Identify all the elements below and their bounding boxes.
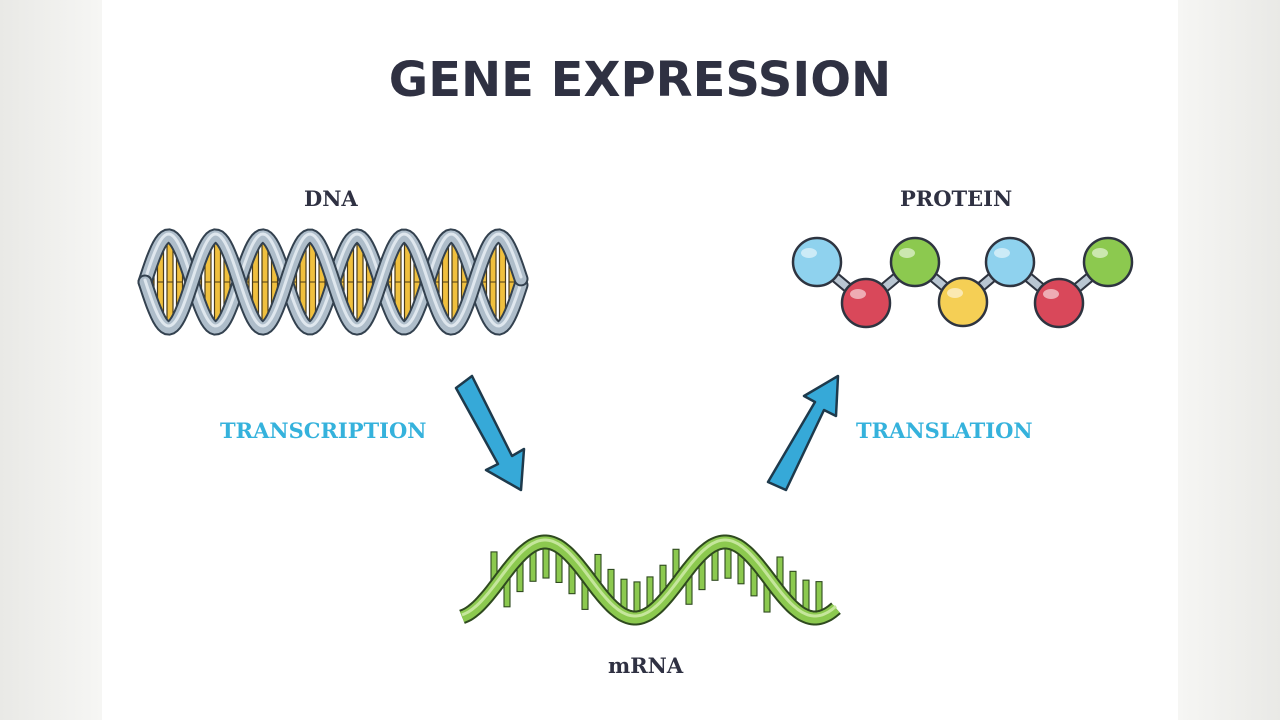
protein-label: PROTEIN (900, 186, 1013, 211)
amino-acid-bead (791, 236, 843, 288)
amino-acid-bead (1082, 236, 1134, 288)
amino-acid-highlight (899, 248, 915, 258)
amino-acid-highlight (1092, 248, 1108, 258)
dna-strand-highlight (143, 232, 523, 328)
transcription-arrow-icon (454, 374, 526, 492)
amino-acid-bead (840, 277, 892, 329)
amino-acid-highlight (850, 289, 866, 299)
mrna-base (711, 549, 719, 581)
dna-label: DNA (304, 186, 358, 211)
mrna-backbone-highlight (461, 538, 837, 618)
translation-label: TRANSLATION (856, 418, 1033, 443)
left-backdrop (0, 0, 110, 720)
right-backdrop (1170, 0, 1280, 720)
dna-helix (137, 228, 529, 336)
mrna-strand (459, 534, 841, 626)
protein-chain (791, 236, 1134, 329)
mrna-base (529, 550, 537, 582)
amino-acid-bead (937, 276, 989, 328)
amino-acid-highlight (801, 248, 817, 258)
transcription-label: TRANSCRIPTION (220, 418, 427, 443)
mrna-base (724, 547, 732, 579)
mrna-base (802, 579, 810, 611)
mrna-base (815, 581, 823, 613)
mrna-base (542, 547, 550, 579)
diagram-title: GENE EXPRESSION (388, 52, 892, 108)
amino-acid-bead (984, 236, 1036, 288)
translation-arrow-icon (766, 374, 840, 492)
amino-acid-bead (1033, 277, 1085, 329)
amino-acid-highlight (947, 288, 963, 298)
mrna-base (633, 581, 641, 613)
amino-acid-highlight (1043, 289, 1059, 299)
amino-acid-bead (889, 236, 941, 288)
mrna-base (620, 578, 628, 610)
amino-acid-highlight (994, 248, 1010, 258)
mrna-label: mRNA (608, 653, 684, 678)
